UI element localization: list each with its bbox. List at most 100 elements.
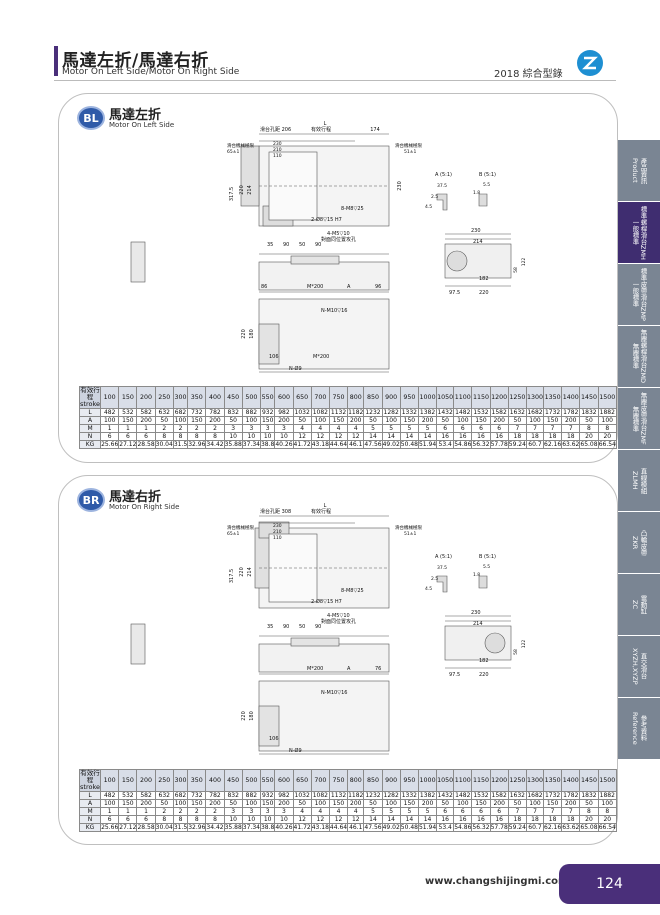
technical-drawing: 滑台孔距 308 有效行程 L 滑台機械極限 65±1 滑台機械極限 51±1 …: [130, 503, 527, 755]
category-tab[interactable]: 電動缸 ZC: [618, 574, 660, 636]
table-cell: 46.1: [347, 823, 365, 832]
dim-label: 2-Ø8▽15 H7: [311, 216, 342, 223]
tab-label: 直線模組 ZLMH: [631, 467, 647, 494]
table-cell: 47.56: [363, 440, 383, 449]
table-cell: 150: [542, 416, 563, 425]
dim-label: 滑台機械極限: [227, 142, 254, 149]
dim-label: 220: [479, 672, 489, 678]
table-cell: 582: [136, 408, 156, 417]
category-tab[interactable]: 無塵皮帶滑台ZMF 無塵標準: [618, 388, 660, 450]
table-cell: 732: [187, 791, 207, 800]
page-title: 馬達左折/馬達右折: [62, 51, 209, 71]
table-cell: 56.32: [471, 440, 491, 449]
table-cell: 35.88: [223, 440, 243, 449]
table-cell: 56.32: [471, 823, 491, 832]
section-b-detail: [478, 575, 488, 589]
table-cell: 7: [525, 424, 545, 433]
table-cell: 16: [489, 432, 509, 441]
table-cell: 532: [118, 791, 138, 800]
stroke-cell: 1350: [542, 769, 563, 792]
category-tab[interactable]: 標準皮帶滑台ZMP 一般標準: [618, 264, 660, 326]
table-cell: 200: [347, 799, 365, 808]
tab-label: 產品資訊 Product: [631, 157, 647, 184]
table-cell: 6: [118, 432, 138, 441]
table-cell: 532: [118, 408, 138, 417]
table-cell: 63.62: [561, 440, 581, 449]
dim-label: 230: [397, 181, 403, 191]
table-cell: 20: [597, 815, 618, 824]
side-view-body: [258, 643, 390, 673]
category-tab[interactable]: 凸輪皮帶 ZKR: [618, 512, 660, 574]
table-cell: 100: [381, 416, 401, 425]
table-cell: 150: [471, 416, 491, 425]
table-cell: 1082: [310, 791, 330, 800]
stroke-cell: 1200: [489, 769, 509, 792]
footer-url[interactable]: www.changshijingmi.com: [425, 876, 569, 887]
table-cell: 150: [118, 799, 138, 808]
table-cell: 8: [187, 815, 207, 824]
table-cell: 12: [347, 815, 365, 824]
table-cell: 12: [310, 815, 330, 824]
section-badge: BR: [77, 488, 105, 512]
table-cell: 200: [417, 799, 438, 808]
dim-label: 37.5: [437, 183, 447, 189]
table-cell: 1682: [525, 791, 545, 800]
dim-label: 106: [269, 736, 279, 742]
dim-label: N-Ø9: [289, 747, 302, 754]
table-cell: 150: [328, 799, 349, 808]
tab-label: 無塵皮帶滑台ZMF 無塵標準: [631, 392, 647, 445]
category-tab[interactable]: 直線模組 ZLMH: [618, 450, 660, 512]
category-tab[interactable]: 產品資訊 Product: [618, 140, 660, 202]
dim-label: 2.5: [431, 194, 438, 200]
dim-label: 35: [267, 624, 273, 630]
category-tab[interactable]: 直交滑台 XYZH,XYZP: [618, 636, 660, 698]
table-cell: 53.4: [436, 440, 455, 449]
table-cell: 5: [417, 807, 438, 816]
category-tab[interactable]: 無塵螺桿滑台ZMD 無塵標準: [618, 326, 660, 388]
category-tab[interactable]: 標準螺桿滑台ZMH 一般標準: [618, 202, 660, 264]
table-cell: 1582: [489, 408, 509, 417]
table-cell: 50.48: [399, 823, 419, 832]
dim-label: N-M10▽16: [321, 690, 347, 696]
table-cell: 100: [597, 416, 618, 425]
table-cell: 5: [399, 807, 419, 816]
stroke-cell: 500: [241, 386, 261, 409]
dim-label: 1.8: [473, 190, 480, 196]
table-cell: 8: [154, 815, 174, 824]
dim-label: 對面同位置攻孔: [321, 618, 356, 625]
table-cell: 200: [205, 416, 225, 425]
table-cell: 32.96: [187, 440, 207, 449]
dim-label: 滑台機械極限: [395, 524, 422, 531]
table-cell: 54.86: [453, 440, 473, 449]
dim-label: 90: [315, 624, 321, 630]
table-cell: 41.72: [292, 823, 312, 832]
table-cell: 6: [436, 424, 455, 433]
table-cell: 1: [118, 424, 138, 433]
stroke-cell: 1150: [471, 386, 491, 409]
table-cell: 16: [436, 432, 455, 441]
table-cell: 882: [241, 791, 261, 800]
dim-label: 106: [269, 354, 279, 360]
table-cell: 100: [241, 799, 261, 808]
stroke-cell: 1350: [542, 386, 563, 409]
table-cell: 3: [223, 807, 243, 816]
table-cell: 6: [489, 807, 509, 816]
table-cell: 682: [172, 408, 189, 417]
table-cell: 18: [542, 815, 563, 824]
table-cell: 8: [172, 815, 189, 824]
category-tab[interactable]: 參考資料 Reference: [618, 698, 660, 760]
table-cell: 2: [205, 807, 225, 816]
table-cell: 50: [436, 416, 455, 425]
table-cell: 100: [310, 416, 330, 425]
table-cell: 18: [561, 815, 581, 824]
table-cell: 25.66: [100, 823, 120, 832]
stroke-cell: 1150: [471, 769, 491, 792]
table-cell: 2: [172, 424, 189, 433]
table-cell: 100: [525, 416, 545, 425]
